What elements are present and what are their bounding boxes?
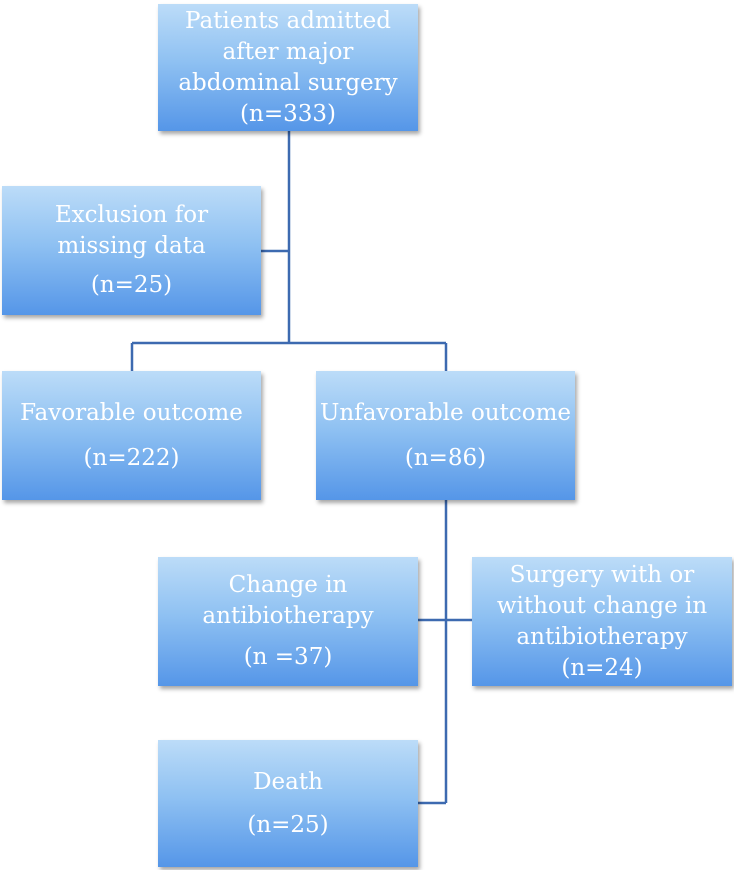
exclusion-line-2: missing data: [57, 233, 206, 259]
patients-admitted-box: Patients admitted after major abdominal …: [158, 4, 418, 131]
exclusion-count: (n=25): [90, 272, 173, 298]
exclusion-box: Exclusion for missing data (n=25): [2, 186, 261, 315]
change-line-2: antibiotherapy: [202, 603, 374, 629]
surgery-box: Surgery with or without change in antibi…: [472, 557, 732, 686]
patients-count: (n=333): [240, 100, 336, 127]
patients-line-1: Patients admitted: [185, 7, 391, 34]
change-antibiotherapy-box: Change in antibiotherapy (n =37): [158, 557, 418, 686]
unfavorable-outcome-box: Unfavorable outcome (n=86): [316, 371, 575, 500]
surgery-line-2: without change in: [496, 592, 708, 619]
favorable-count: (n=222): [83, 444, 180, 471]
unfavorable-count: (n=86): [404, 444, 487, 471]
death-label: Death: [253, 768, 323, 795]
favorable-outcome-box: Favorable outcome (n=222): [2, 371, 261, 500]
surgery-line-3: antibiotherapy: [516, 623, 688, 650]
exclusion-line-1: Exclusion for: [54, 202, 209, 228]
death-count: (n=25): [247, 811, 329, 838]
surgery-line-1: Surgery with or: [509, 561, 695, 588]
change-line-1: Change in: [228, 572, 348, 598]
surgery-count: (n=24): [561, 654, 643, 681]
change-count: (n =37): [243, 644, 333, 670]
death-box: Death (n=25): [158, 740, 418, 867]
patients-line-3: abdominal surgery: [178, 69, 398, 96]
favorable-label: Favorable outcome: [20, 399, 243, 426]
patients-line-2: after major: [222, 38, 354, 65]
unfavorable-label: Unfavorable outcome: [319, 399, 572, 426]
